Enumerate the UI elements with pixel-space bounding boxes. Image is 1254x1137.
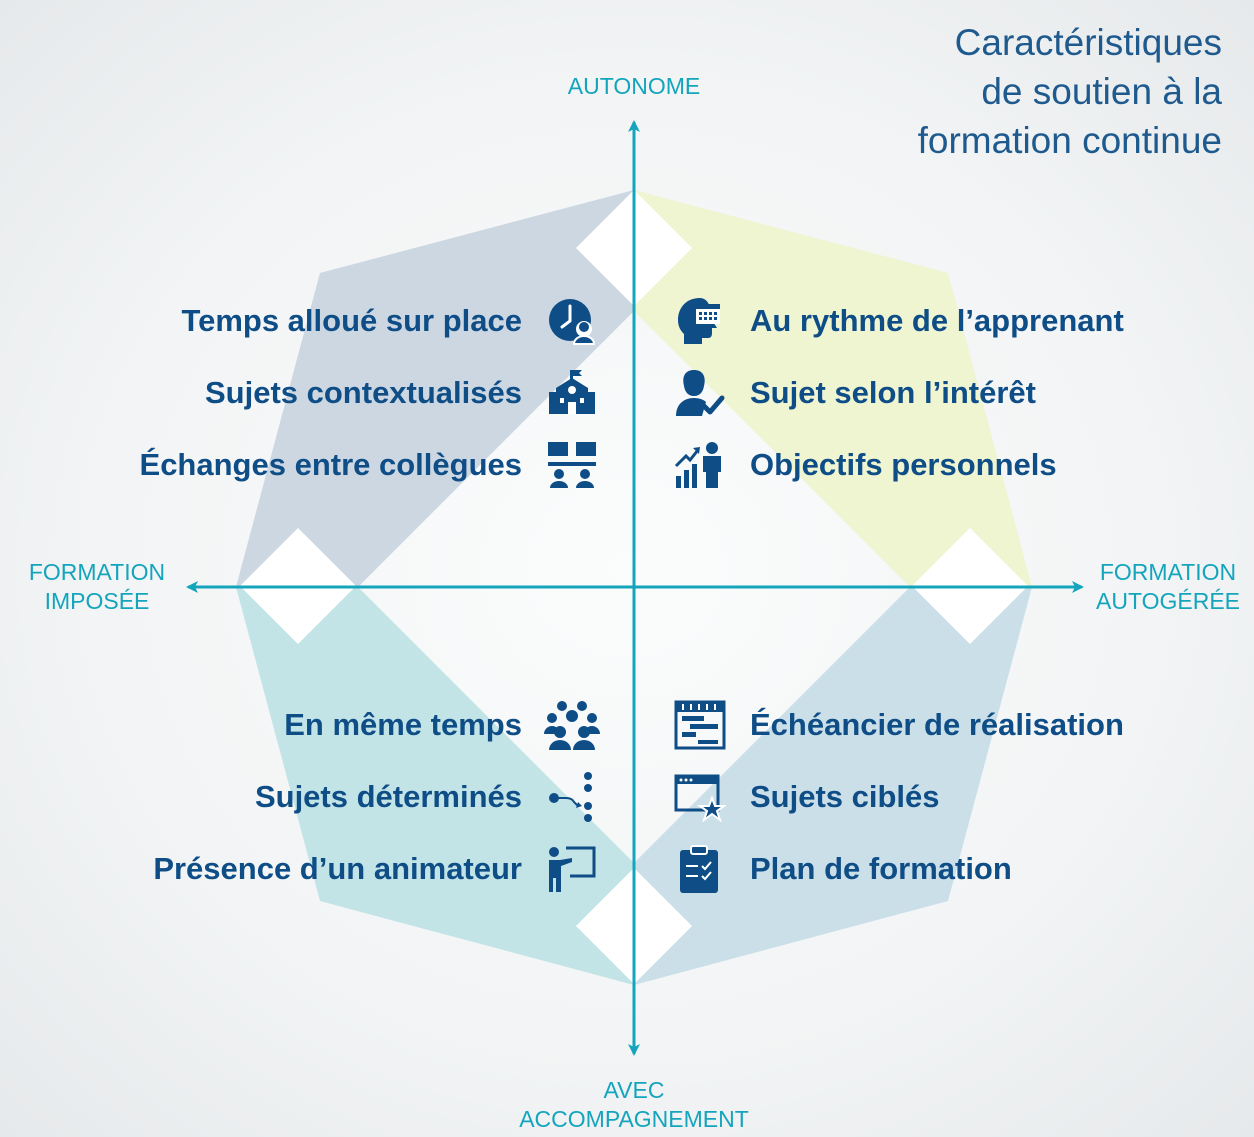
group-icon bbox=[544, 698, 600, 752]
quadrant-top-left-shape bbox=[236, 190, 634, 587]
list-item: Échanges entre collègues bbox=[140, 438, 600, 492]
quadrant-top-right-shape bbox=[634, 190, 1032, 587]
axis-label-bottom: AVEC ACCOMPAGNEMENT bbox=[484, 1076, 784, 1134]
item-label: Présence d’un animateur bbox=[153, 851, 522, 886]
axis-top-text: AUTONOME bbox=[567, 73, 701, 99]
title-line-2: de soutien à la bbox=[981, 71, 1222, 112]
axis-right-line-1: FORMATION bbox=[1099, 559, 1237, 585]
clipboard-checklist-icon bbox=[672, 842, 728, 896]
item-label: Échanges entre collègues bbox=[139, 447, 522, 482]
axis-bottom-line-2: ACCOMPAGNEMENT bbox=[519, 1106, 749, 1132]
list-item: Échéancier de réalisation bbox=[672, 698, 1124, 752]
head-calendar-icon bbox=[672, 294, 728, 348]
list-item: Sujet selon l’intérêt bbox=[672, 366, 1036, 420]
clock-person-icon bbox=[544, 294, 600, 348]
item-label: Objectifs personnels bbox=[750, 447, 1057, 482]
diagram-title: Caractéristiques de soutien à la formati… bbox=[802, 18, 1222, 165]
axis-label-top: AUTONOME bbox=[534, 72, 734, 101]
item-label: Sujet selon l’intérêt bbox=[750, 375, 1036, 410]
school-building-icon bbox=[544, 366, 600, 420]
presenter-board-icon bbox=[544, 842, 600, 896]
path-steps-icon bbox=[544, 770, 600, 824]
quadrant-bottom-left-shape bbox=[236, 587, 634, 985]
axis-bottom-line-1: AVEC bbox=[603, 1077, 665, 1103]
title-line-3: formation continue bbox=[917, 120, 1222, 161]
list-item: Sujets ciblés bbox=[672, 770, 940, 824]
item-label: Sujets déterminés bbox=[254, 779, 522, 814]
item-label: Temps alloué sur place bbox=[181, 303, 522, 338]
axis-label-right: FORMATION AUTOGÉRÉE bbox=[1082, 558, 1254, 616]
axis-label-left: FORMATION IMPOSÉE bbox=[8, 558, 186, 616]
list-item: Temps alloué sur place bbox=[181, 294, 600, 348]
title-line-1: Caractéristiques bbox=[954, 22, 1222, 63]
gantt-schedule-icon bbox=[672, 698, 728, 752]
item-label: En même temps bbox=[284, 707, 522, 742]
axis-right-line-2: AUTOGÉRÉE bbox=[1096, 588, 1240, 614]
list-item: Sujets déterminés bbox=[255, 770, 600, 824]
list-item: Présence d’un animateur bbox=[153, 842, 600, 896]
item-label: Sujets ciblés bbox=[750, 779, 940, 814]
list-item: Sujets contextualisés bbox=[205, 366, 600, 420]
list-item: Au rythme de l’apprenant bbox=[672, 294, 1124, 348]
axis-left-line-2: IMPOSÉE bbox=[44, 588, 150, 614]
item-label: Au rythme de l’apprenant bbox=[750, 303, 1124, 338]
growth-person-icon bbox=[672, 438, 728, 492]
list-item: Plan de formation bbox=[672, 842, 1012, 896]
quadrant-bottom-right-shape bbox=[634, 587, 1032, 985]
user-check-icon bbox=[672, 366, 728, 420]
axis-left-line-1: FORMATION bbox=[28, 559, 166, 585]
list-item: En même temps bbox=[284, 698, 600, 752]
item-label: Sujets contextualisés bbox=[204, 375, 522, 410]
colleagues-exchange-icon bbox=[544, 438, 600, 492]
item-label: Plan de formation bbox=[750, 851, 1012, 886]
item-label: Échéancier de réalisation bbox=[750, 707, 1124, 742]
window-star-icon bbox=[672, 770, 728, 824]
list-item: Objectifs personnels bbox=[672, 438, 1057, 492]
